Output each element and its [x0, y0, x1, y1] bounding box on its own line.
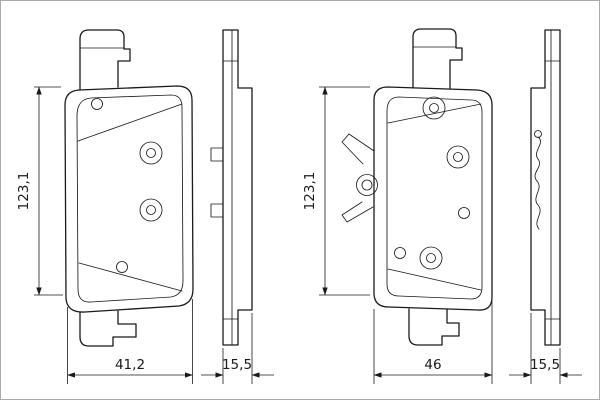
guide-hole	[116, 261, 128, 273]
clip-wire-end	[534, 130, 542, 138]
chamfer-line-top	[77, 103, 183, 142]
dimension-label: 123,1	[302, 172, 318, 211]
backing-plate-outline	[64, 85, 194, 313]
rivet-hole	[139, 141, 163, 165]
left-pad-width-dimension: 41,2	[67, 299, 193, 384]
friction-material-outline	[76, 94, 184, 303]
right-pad-side-view	[530, 29, 561, 346]
rivet-hole-center	[146, 205, 156, 215]
backing-plate-outline	[373, 86, 493, 311]
chamfer-line-bottom	[78, 262, 183, 292]
top-mounting-tab	[79, 29, 131, 91]
right-pad-width-dimension: 46	[373, 301, 493, 384]
rivet-hole	[139, 198, 163, 222]
left-pad-front-view	[64, 29, 194, 347]
chamfer-line-top	[387, 103, 482, 124]
clip-lower-arm	[341, 201, 374, 223]
clip-wire	[534, 136, 541, 230]
rivet-hole-center	[453, 152, 463, 162]
left-pad-thickness-dimension: 15,5	[201, 313, 274, 384]
chamfer-line-bottom	[387, 268, 482, 291]
rivet-hole	[422, 96, 446, 120]
bottom-mounting-tab	[408, 308, 460, 346]
wear-indicator-clip-side	[534, 130, 542, 230]
dimension-label: 15,5	[222, 357, 252, 373]
friction-material-outline	[386, 96, 483, 300]
rivet-head-side	[210, 203, 224, 218]
clip-ring-outer	[356, 174, 378, 196]
rivet-head-side	[210, 147, 224, 162]
right-pad-thickness-dimension: 15,5	[509, 313, 582, 384]
left-pad-height-dimension: 123,1	[16, 86, 63, 296]
guide-hole	[394, 247, 406, 259]
bottom-mounting-tab	[79, 310, 137, 347]
side-profile-outline	[222, 29, 253, 346]
right-pad-height-dimension: 123,1	[302, 86, 370, 296]
clip-ring-inner	[361, 179, 373, 191]
side-profile-outline	[530, 29, 561, 346]
dimension-label: 15,5	[530, 357, 560, 373]
dimension-label: 41,2	[115, 357, 145, 373]
dimension-label: 46	[424, 357, 441, 373]
right-pad-front-view	[341, 28, 493, 346]
left-pad-side-view	[210, 29, 253, 346]
rivet-hole-center	[429, 103, 439, 113]
dimension-label: 123,1	[16, 172, 32, 211]
rivet-hole-center	[426, 253, 436, 263]
clip-upper-arm	[341, 133, 375, 165]
guide-hole	[458, 207, 470, 219]
guide-hole	[91, 98, 103, 110]
rivet-hole	[446, 145, 470, 169]
rivet-hole-center	[146, 148, 156, 158]
top-mounting-tab	[412, 28, 463, 89]
wear-indicator-clip	[341, 133, 378, 223]
rivet-hole	[419, 246, 443, 270]
